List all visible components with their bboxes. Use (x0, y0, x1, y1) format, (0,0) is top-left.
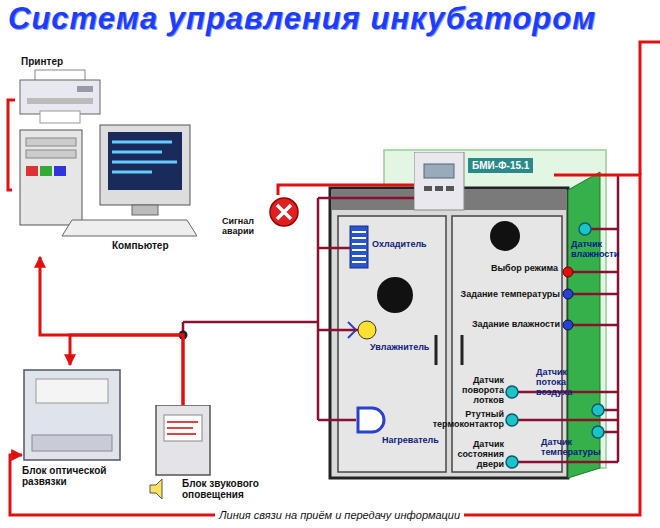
part-label: Выбор режима (462, 264, 558, 274)
label-anchor: Охладитель (372, 240, 432, 250)
label-anchor: Задание температуры (446, 290, 560, 300)
part-label: Охладитель (372, 240, 432, 250)
part-label: Датчик температуры (541, 438, 597, 458)
label-anchor: Нагреватель (382, 436, 444, 446)
signal-line (8, 100, 15, 190)
control-unit-node: БМИ-Ф-15.1 (414, 152, 554, 212)
node-label: Сигнал аварии (222, 217, 268, 237)
node-label: Блок звукового оповещения (182, 478, 277, 500)
label-anchor: Ртутный термоконтактор (430, 410, 504, 430)
label-anchor: Задание влажности (446, 320, 560, 330)
sound-alert-block-node: Блок звукового оповещения (148, 405, 280, 502)
label-anchor: Датчик поворота лотков (446, 376, 504, 406)
part-label: Увлажнитель (370, 343, 434, 353)
label-anchor: Увлажнитель (370, 343, 434, 353)
part-label: Задание влажности (446, 320, 560, 330)
node-label: Блок оптической развязки (22, 465, 137, 487)
label-anchor: Выбор режима (462, 264, 558, 274)
computer-icon (12, 122, 197, 257)
edge-label-anchor: Линия связи на приём и передачу информац… (215, 509, 464, 521)
alarm-signal-node: Сигнал аварии (222, 195, 302, 247)
part-label: Ртутный термоконтактор (430, 410, 504, 430)
printer-icon (15, 56, 110, 136)
part-label: Датчик потока воздуха (536, 368, 598, 398)
part-label: Датчик состояния двери (446, 440, 504, 470)
node-label: Принтер (21, 56, 63, 67)
part-label: Датчик влажности (571, 240, 601, 260)
node-label: Компьютер (112, 240, 169, 251)
label-anchor: Датчик влажности (571, 240, 601, 260)
diagram-title: Система управления инкубатором (8, 2, 596, 36)
computer-node: Компьютер (12, 122, 197, 257)
optical-isolation-block-node: Блок оптической развязки (22, 365, 140, 500)
signal-line (10, 175, 640, 515)
edge-label: Линия связи на приём и передачу информац… (215, 509, 464, 521)
part-label: Задание температуры (446, 290, 560, 300)
title-anchor: Система управления инкубатором (8, 2, 596, 36)
node-label: БМИ-Ф-15.1 (468, 158, 533, 173)
label-anchor: Датчик температуры (541, 438, 597, 458)
label-anchor: Датчик потока воздуха (536, 368, 598, 398)
part-label: Нагреватель (382, 436, 444, 446)
label-anchor: Датчик состояния двери (446, 440, 504, 470)
printer-node: Принтер (15, 56, 110, 136)
signal-line (278, 185, 414, 195)
part-label: Датчик поворота лотков (446, 376, 504, 406)
